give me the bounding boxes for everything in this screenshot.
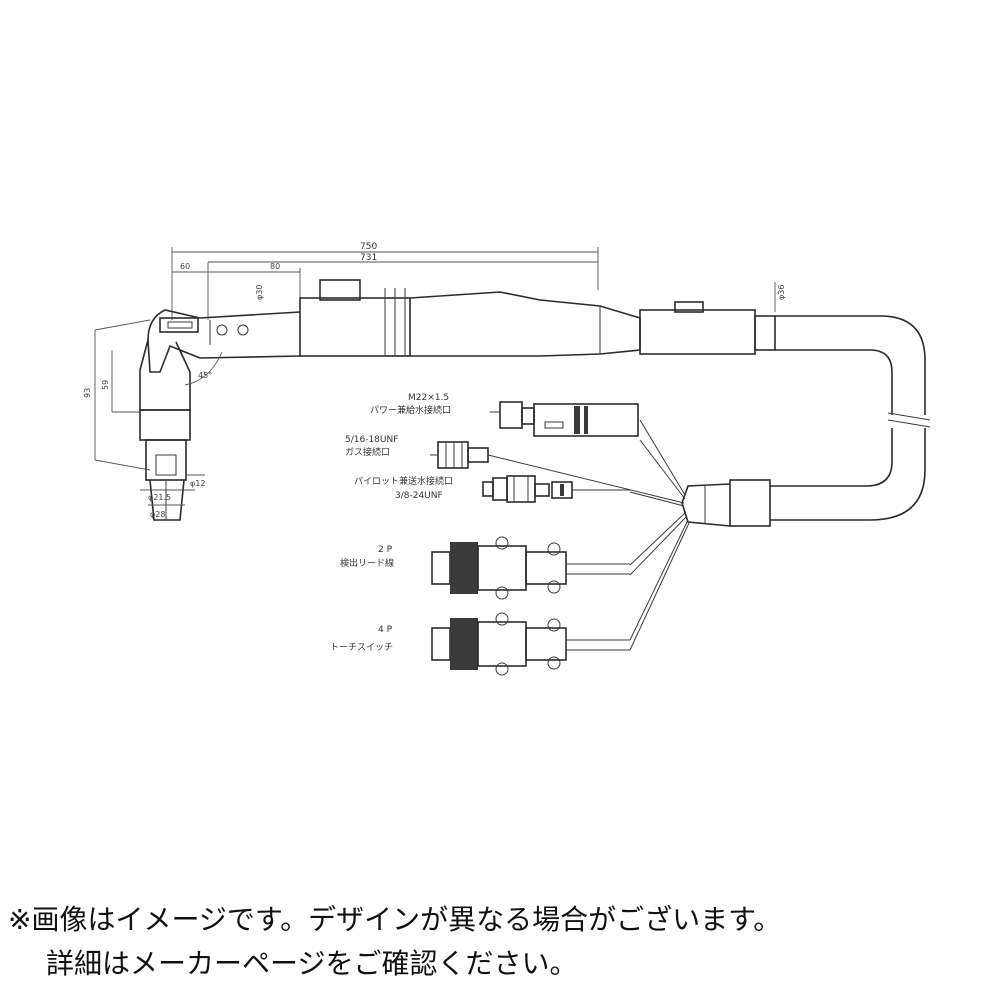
notice-line-1: ※画像はイメージです。デザインが異なる場合がございます。 <box>8 903 782 936</box>
dim-neck-dia: φ30 <box>255 285 264 300</box>
torch-drawing: 750 731 60 80 φ30 φ36 <box>83 242 931 676</box>
dim-height-2: 59 <box>101 380 110 390</box>
dim-height-1: 93 <box>83 388 92 398</box>
head-dimension-lines <box>94 319 223 506</box>
notice-line-2: 詳細はメーカーページをご確認ください。 <box>46 947 578 980</box>
dim-nozzle-b: φ21.5 <box>148 493 171 502</box>
torch-head <box>139 309 249 521</box>
connector-4p <box>431 612 630 676</box>
dim-angle: 45° <box>198 371 212 380</box>
connector-5-spec: 4 P <box>378 625 393 635</box>
connector-power-water <box>490 401 639 437</box>
connector-1-name: パワー兼給水接続口 <box>370 404 451 416</box>
torch-diagram-svg: 750 731 60 80 φ30 φ36 <box>83 242 931 676</box>
connector-1-spec: M22×1.5 <box>408 393 449 403</box>
dim-nozzle-c: φ28 <box>150 510 165 519</box>
connector-4-name: 検出リード線 <box>340 557 394 569</box>
top-dimension-lines <box>171 247 599 320</box>
connector-3-spec: パイロット兼送水接続口 <box>354 475 453 487</box>
fan-out-lines <box>487 419 690 651</box>
connector-2-spec: 5/16-18UNF <box>345 435 398 445</box>
dim-neck-2: 80 <box>270 262 280 271</box>
connector-2-name: ガス接続口 <box>345 446 390 458</box>
image-notice: ※画像はイメージです。デザインが異なる場合がございます。 詳細はメーカーページを… <box>8 898 992 986</box>
connector-3-name: 3/8-24UNF <box>395 491 443 501</box>
dim-length-2: 731 <box>360 253 377 263</box>
connector-pilot-water <box>482 475 630 503</box>
dim-hose-dia: φ36 <box>777 285 786 300</box>
connector-gas <box>430 441 489 469</box>
connector-2p <box>431 536 630 600</box>
dim-overall-length: 750 <box>360 242 377 252</box>
connector-5-name: トーチスイッチ <box>330 642 393 653</box>
connector-4-spec: 2 P <box>378 545 393 555</box>
dim-neck-1: 60 <box>180 262 190 271</box>
torch-body <box>199 279 776 359</box>
hose-loop <box>681 315 931 527</box>
dim-nozzle-a: φ12 <box>190 479 205 488</box>
